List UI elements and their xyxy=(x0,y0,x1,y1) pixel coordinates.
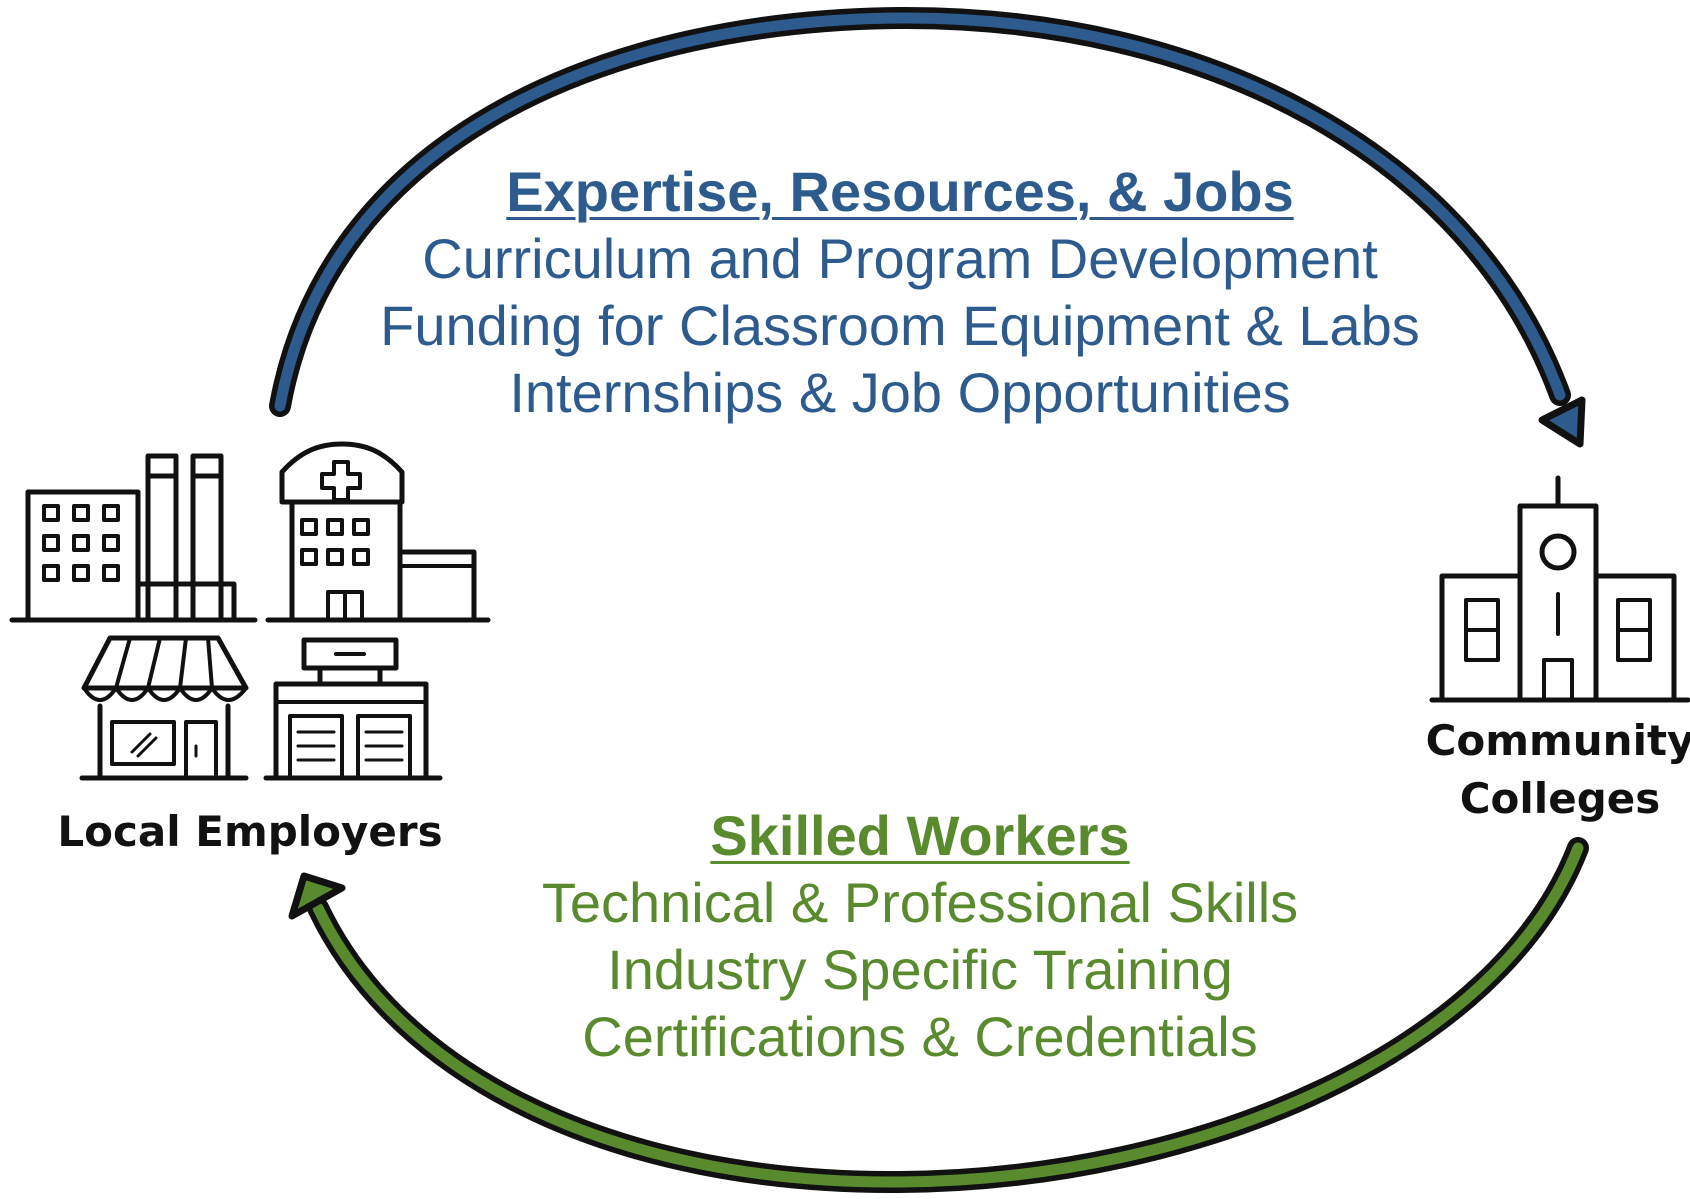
community-colleges-label: Community Colleges xyxy=(1420,712,1690,828)
shop-building-icon xyxy=(263,637,443,781)
bottom-flow-item: Technical & Professional Skills xyxy=(541,871,1299,934)
top-flow-item: Internships & Job Opportunities xyxy=(509,361,1291,424)
top-flow-heading: Expertise, Resources, & Jobs xyxy=(506,160,1294,223)
colleges-label-line1: Community xyxy=(1425,716,1690,765)
local-employers-label: Local Employers xyxy=(57,807,443,856)
factory-icon xyxy=(9,453,258,623)
bottom-flow-item: Certifications & Credentials xyxy=(582,1005,1258,1068)
bottom-flow-text: Skilled Workers Technical & Professional… xyxy=(400,802,1440,1070)
school-building-icon xyxy=(1429,475,1690,703)
top-flow-item: Funding for Classroom Equipment & Labs xyxy=(380,294,1420,357)
top-arrow xyxy=(269,6,1586,448)
hospital-icon xyxy=(265,441,491,623)
top-flow-text: Expertise, Resources, & Jobs Curriculum … xyxy=(380,158,1420,426)
top-flow-item: Curriculum and Program Development xyxy=(422,227,1378,290)
bottom-flow-heading: Skilled Workers xyxy=(710,804,1130,867)
bottom-flow-item: Industry Specific Training xyxy=(607,938,1233,1001)
bottom-arrowhead xyxy=(288,872,346,920)
bottom-arrow xyxy=(288,837,1589,1194)
colleges-label-line2: Colleges xyxy=(1459,774,1661,823)
top-arrowhead xyxy=(1538,396,1586,448)
storefront-icon xyxy=(79,635,249,781)
